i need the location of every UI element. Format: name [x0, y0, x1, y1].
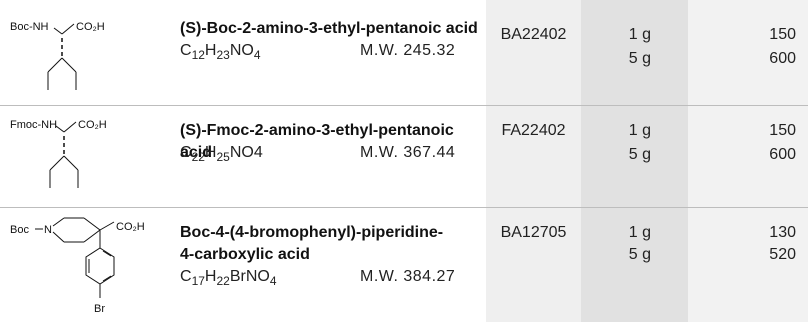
size-option: 5 g — [628, 50, 651, 67]
acid-group-label: CO₂H — [76, 21, 105, 33]
price: 600 — [769, 146, 796, 163]
acid-group-label: CO₂H — [116, 221, 145, 233]
size-option: 1 g — [628, 26, 651, 43]
price: 150 — [769, 26, 796, 43]
size-option: 5 g — [628, 146, 651, 163]
molecular-weight: M.W. 367.44 — [360, 144, 456, 161]
price: 600 — [769, 50, 796, 67]
size-option: 1 g — [628, 224, 651, 241]
product-name-line: 4-carboxylic acid — [180, 246, 310, 263]
protecting-group-label: Boc-NH — [10, 21, 49, 33]
halogen-label: Br — [94, 303, 105, 315]
molecular-formula: C17H22BrNO4 — [180, 268, 277, 288]
price-cell: 150 600 — [688, 0, 808, 106]
price: 520 — [769, 246, 796, 263]
catalog-code: FA22402 — [501, 122, 566, 139]
quantity-cell: 1 g 5 g — [581, 106, 688, 208]
product-name-line: Boc-4-(4-bromophenyl)-piperidine- — [180, 224, 444, 241]
acid-group-label: CO₂H — [78, 119, 107, 131]
product-name: (S)-Fmoc-2-amino-3-ethyl-pentanoic acid — [180, 122, 454, 161]
chemical-structure: Boc N CO₂H Br — [10, 212, 170, 318]
catalog-code: BA22402 — [500, 26, 567, 43]
product-name: (S)-Boc-2-amino-3-ethyl-pentanoic acid — [180, 20, 478, 37]
table-row: FA22402 1 g 5 g 150 600 Fmoc-NH CO₂H — [0, 106, 808, 208]
protecting-group-label: Boc — [10, 224, 29, 236]
row-divider — [0, 207, 808, 208]
product-name: Boc-4-(4-bromophenyl)-piperidine- 4-carb… — [180, 222, 480, 266]
molecular-weight: M.W. 384.27 — [360, 268, 456, 285]
row-divider — [0, 105, 808, 106]
price: 150 — [769, 122, 796, 139]
price-cell: 130 520 — [688, 208, 808, 322]
price: 130 — [769, 224, 796, 241]
catalog-code: BA12705 — [500, 224, 567, 241]
size-option: 1 g — [628, 122, 651, 139]
protecting-group-label: Fmoc-NH — [10, 119, 57, 131]
table-row: BA12705 1 g 5 g 130 520 Boc N CO₂H — [0, 208, 808, 322]
catalog-code-cell: BA22402 — [486, 0, 581, 106]
molecular-weight: M.W. 245.32 — [360, 42, 456, 59]
catalog-code-cell: FA22402 — [486, 106, 581, 208]
size-option: 5 g — [628, 246, 651, 263]
chemical-structure: Boc-NH CO₂H — [10, 12, 170, 104]
molecular-formula: C22H25NO4 — [180, 144, 263, 164]
chemical-structure: Fmoc-NH CO₂H — [10, 110, 170, 202]
catalog-code-cell: BA12705 — [486, 208, 581, 322]
nitrogen-label: N — [44, 224, 52, 236]
table-row: BA22402 1 g 5 g 150 600 Boc-NH CO₂H — [0, 0, 808, 106]
price-cell: 150 600 — [688, 106, 808, 208]
quantity-cell: 1 g 5 g — [581, 208, 688, 322]
molecular-formula: C12H23NO4 — [180, 42, 261, 62]
quantity-cell: 1 g 5 g — [581, 0, 688, 106]
